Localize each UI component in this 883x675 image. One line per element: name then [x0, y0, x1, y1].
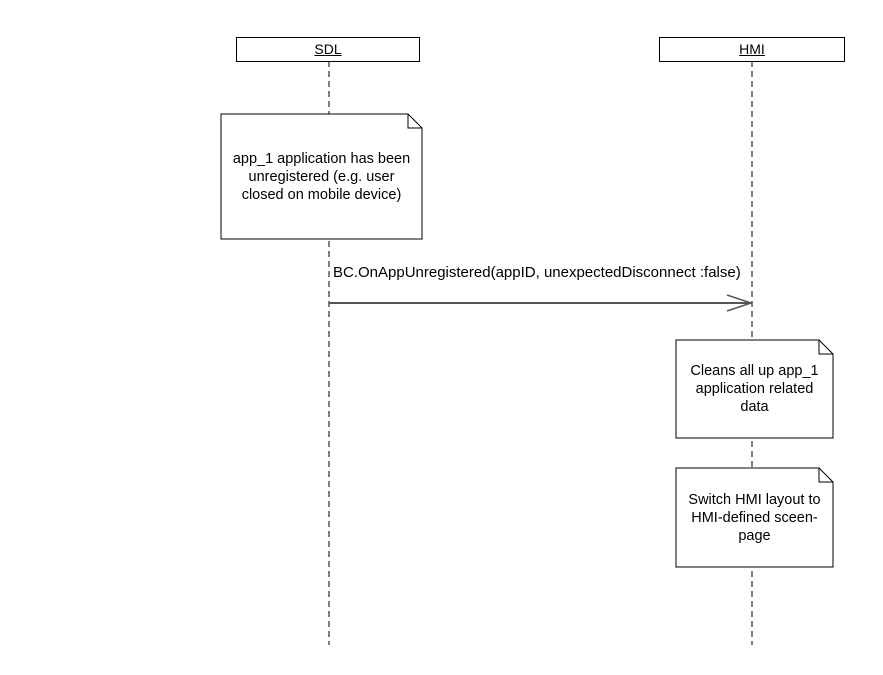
- participant-sdl-label: SDL: [314, 41, 342, 57]
- note-cleans-up-text: Cleans all up app_1 application related …: [690, 363, 819, 415]
- note-switch-layout-shape: [675, 467, 834, 568]
- note-switch-layout: Switch HMI layout to HMI-defined sceen-p…: [676, 468, 833, 567]
- note-switch-layout-fold: [818, 468, 833, 483]
- note-app-unregistered-text: app_1 application has been unregistered …: [232, 150, 411, 203]
- note-app-unregistered-shape: [220, 113, 423, 240]
- note-switch-layout-text: Switch HMI layout to HMI-defined sceen-p…: [688, 491, 821, 544]
- participant-hmi-label: HMI: [739, 41, 765, 57]
- on-app-unregistered-arrow-head: [726, 294, 754, 312]
- on-app-unregistered-label: BC.OnAppUnregistered(appID, unexpectedDi…: [333, 264, 741, 281]
- participant-sdl: SDL: [236, 37, 420, 62]
- note-app-unregistered: app_1 application has been unregistered …: [221, 114, 422, 239]
- note-cleans-up: Cleans all up app_1 application related …: [676, 340, 833, 438]
- note-cleans-up-fold: [818, 340, 833, 355]
- note-app-unregistered-fold: [407, 114, 422, 129]
- participant-hmi: HMI: [659, 37, 845, 62]
- note-cleans-up-shape: [675, 339, 834, 439]
